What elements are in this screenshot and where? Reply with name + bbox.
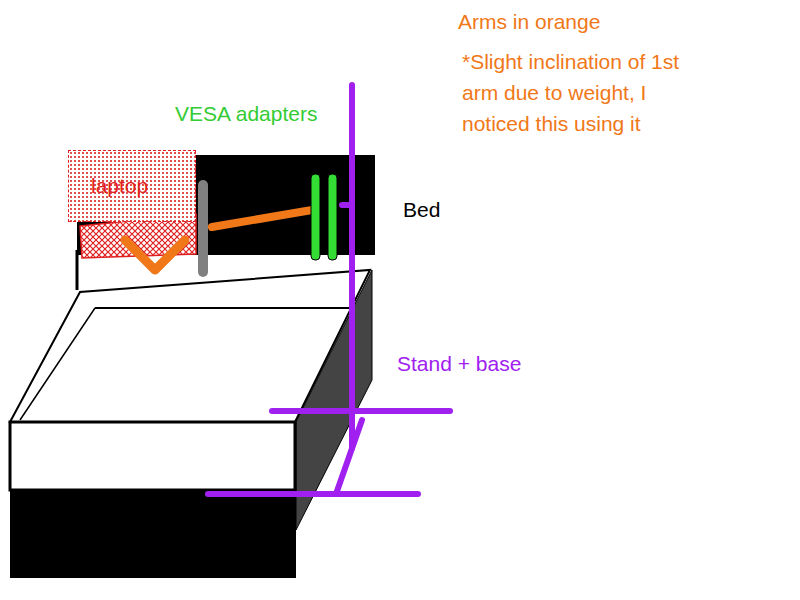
node-text: laptop: [77, 174, 187, 198]
vesa-adapter: [311, 174, 320, 260]
part-label: VESA adapters: [175, 98, 395, 129]
arm: [212, 210, 312, 227]
stand-base: [336, 420, 362, 494]
mount-plate: [198, 185, 208, 272]
part-label: Bed: [403, 194, 523, 225]
arm: [125, 240, 185, 270]
vesa-adapter: [328, 174, 337, 260]
bed-front: [10, 422, 295, 490]
stand-clamp: [342, 202, 352, 208]
stand-base: [272, 408, 450, 414]
mattress-edge: [95, 307, 360, 309]
annotation-note: *Slight inclination of 1st arm due to we…: [462, 46, 702, 139]
mattress-edge: [20, 308, 95, 420]
stand-base: [208, 491, 418, 497]
bed-base: [10, 490, 296, 578]
bed-post: [76, 250, 79, 290]
laptop-screen: laptop: [68, 150, 196, 222]
stand-pole: [349, 85, 355, 448]
part-label: Stand + base: [397, 348, 597, 379]
legend-note: Arms in orange: [458, 6, 758, 37]
